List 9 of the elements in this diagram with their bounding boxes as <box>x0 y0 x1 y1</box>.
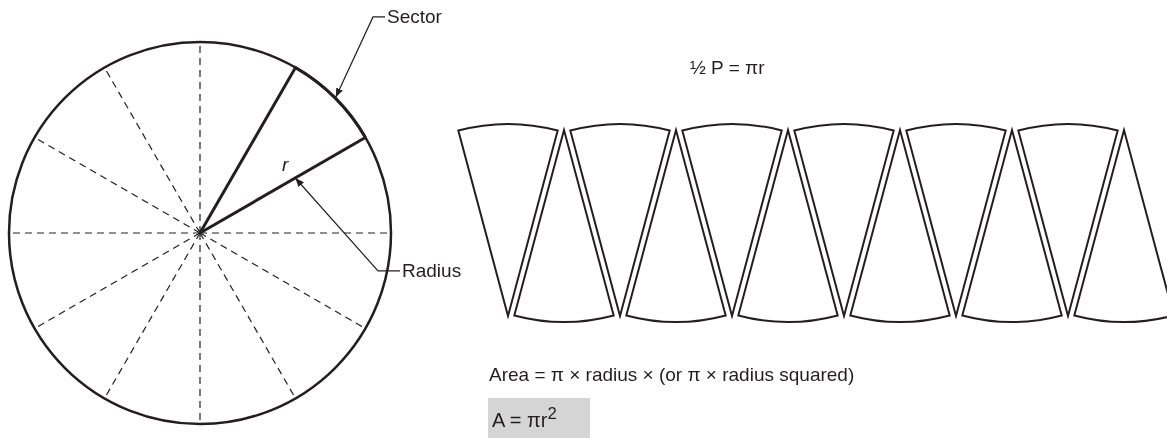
radius-symbol-label: r <box>282 154 289 176</box>
callout-label: Sector <box>387 6 442 28</box>
area-formula-text: Area = π × radius × (or π × radius squared) <box>489 364 855 386</box>
callout-label: Radius <box>402 260 462 282</box>
formula-label: ½ P = πr <box>690 57 765 79</box>
sector-wedge <box>198 66 367 234</box>
leader-line <box>335 16 386 98</box>
leader-line <box>294 177 401 272</box>
area-formula-highlight: A = πr$^{2}$ <box>488 398 590 438</box>
